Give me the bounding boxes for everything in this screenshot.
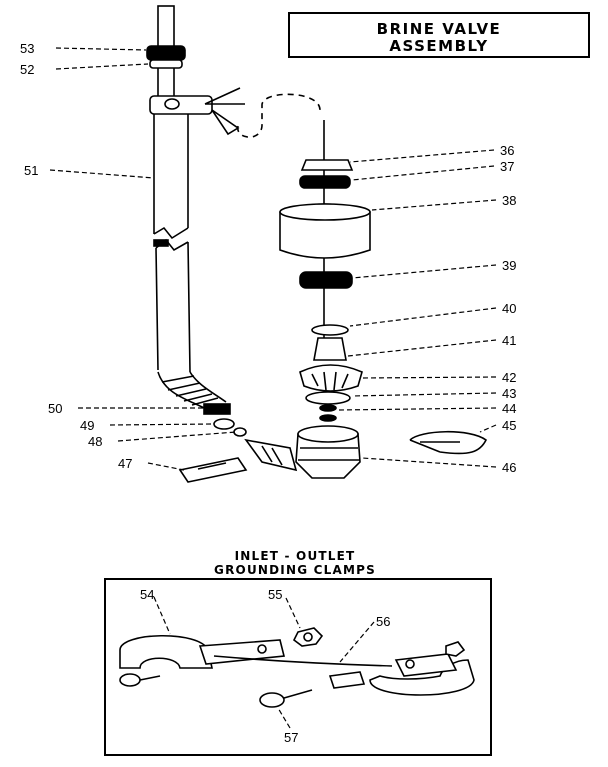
clip-47-slot bbox=[197, 462, 227, 470]
diagram-title-line-2: ASSEMBLY bbox=[389, 37, 489, 55]
callout-52: 52 bbox=[20, 62, 34, 77]
fitting-hole bbox=[164, 98, 180, 110]
callout-48: 48 bbox=[88, 434, 102, 449]
callout-50: 50 bbox=[48, 401, 62, 416]
ring-52 bbox=[149, 59, 183, 69]
callout-44: 44 bbox=[502, 401, 516, 416]
o-ring-43 bbox=[305, 391, 351, 405]
callout-55: 55 bbox=[268, 587, 282, 602]
callout-54: 54 bbox=[140, 587, 154, 602]
nut-55 bbox=[292, 627, 324, 647]
callout-56: 56 bbox=[376, 614, 390, 629]
hose-dashed-connection bbox=[237, 93, 321, 138]
tube-upper bbox=[153, 114, 189, 234]
grounding-clamps-inset-frame bbox=[104, 578, 492, 756]
title-box: BRINE VALVE ASSEMBLY bbox=[288, 12, 590, 58]
screw-57-shank bbox=[283, 689, 313, 699]
callout-37: 37 bbox=[500, 159, 514, 174]
leader-lines bbox=[49, 47, 497, 729]
nut-50 bbox=[203, 403, 231, 415]
callout-57: 57 bbox=[284, 730, 298, 745]
clamp-right-hole bbox=[405, 659, 415, 669]
callout-labels: 53 52 51 36 37 38 39 40 41 42 43 44 45 4… bbox=[20, 41, 516, 745]
valve-seat-42 bbox=[299, 364, 363, 392]
clamp-54-tab bbox=[198, 639, 286, 665]
callout-43: 43 bbox=[502, 386, 516, 401]
callout-51: 51 bbox=[24, 163, 38, 178]
ground-wire-56 bbox=[213, 655, 393, 667]
grommet-39 bbox=[299, 271, 353, 289]
washer-40 bbox=[311, 324, 349, 336]
callout-38: 38 bbox=[502, 193, 516, 208]
float-top-face bbox=[279, 203, 371, 221]
clip-47 bbox=[178, 457, 248, 483]
grommet-37 bbox=[299, 175, 351, 189]
connector-plate bbox=[328, 671, 366, 689]
tube-break-fill bbox=[153, 239, 169, 247]
callout-46: 46 bbox=[502, 460, 516, 475]
tube-bend-ribs bbox=[161, 375, 219, 406]
grommet-53 bbox=[146, 45, 186, 61]
ferrule-49 bbox=[213, 418, 235, 430]
callout-49: 49 bbox=[80, 418, 94, 433]
callout-40: 40 bbox=[502, 301, 516, 316]
screw-left-head bbox=[119, 673, 141, 687]
callout-47: 47 bbox=[118, 456, 132, 471]
valve-seat-ribs bbox=[311, 371, 349, 391]
wing-nut bbox=[204, 87, 245, 136]
valve-body-rim bbox=[297, 425, 359, 443]
tube-top-fitting bbox=[149, 95, 213, 115]
valve-body-bands bbox=[298, 447, 360, 461]
screw-57-head bbox=[259, 692, 285, 708]
callout-36: 36 bbox=[500, 143, 514, 158]
callout-42: 42 bbox=[502, 370, 516, 385]
diagram-title-line-1: BRINE VALVE bbox=[376, 20, 502, 38]
tube-lower bbox=[155, 241, 191, 373]
grounding-clamps-drawing bbox=[119, 627, 475, 708]
tube-break-top bbox=[153, 226, 189, 240]
valve-stem-41 bbox=[313, 337, 347, 361]
float-valve-assembly bbox=[279, 120, 488, 479]
nut-right bbox=[445, 641, 466, 657]
nut-55-hole bbox=[303, 632, 313, 642]
callout-45: 45 bbox=[502, 418, 516, 433]
callout-41: 41 bbox=[502, 333, 516, 348]
insert-48 bbox=[233, 427, 247, 437]
clamp-54-hole bbox=[257, 644, 267, 654]
ring-44a bbox=[319, 404, 337, 412]
brine-tube-assembly bbox=[146, 5, 321, 483]
elbow-fitting-marks bbox=[261, 445, 283, 466]
callout-53: 53 bbox=[20, 41, 34, 56]
nut-36 bbox=[300, 159, 354, 171]
clamp-54 bbox=[119, 635, 213, 669]
ring-44b bbox=[319, 414, 337, 422]
inset-title-line-2: GROUNDING CLAMPS bbox=[214, 563, 376, 577]
screw-left-shank bbox=[139, 675, 161, 681]
callout-39: 39 bbox=[502, 258, 516, 273]
inset-title-line-1: INLET - OUTLET bbox=[234, 549, 356, 563]
elbow-fitting bbox=[244, 438, 298, 472]
